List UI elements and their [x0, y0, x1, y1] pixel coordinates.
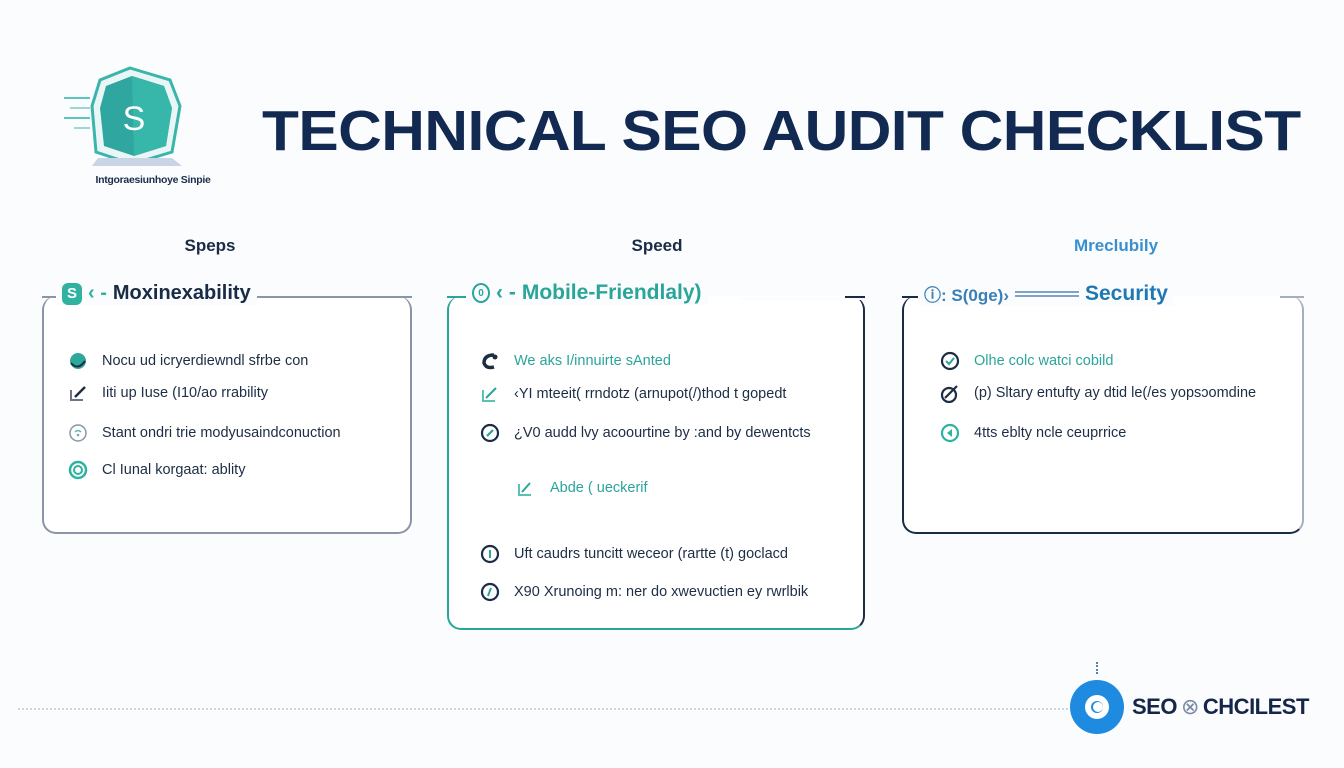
page-title: TECHNICAL SEO AUDIT CHECKLIST — [262, 99, 1301, 163]
target-icon — [68, 460, 88, 480]
dial-icon — [68, 423, 88, 443]
checklist-item: 4tts eblty ncle ceuprrice — [940, 423, 1126, 443]
checklist-item: Cl Iunal korgaat: ablity — [68, 460, 245, 480]
check-pen-icon — [940, 383, 960, 403]
slash-circle-icon — [480, 423, 500, 443]
card-top-border — [447, 296, 467, 298]
checklist-item: Iiti up Iuse (I10/ao rrability — [68, 383, 268, 403]
divider-tick — [1096, 662, 1099, 674]
checklist-item: We aks I/innuirte sAnted — [480, 351, 671, 371]
svg-text:S: S — [123, 100, 146, 138]
checklist-item: Stant ondri trie modyusaindconuction — [68, 423, 341, 443]
edit-icon — [68, 383, 88, 403]
checklist-card-security — [902, 296, 1304, 534]
card-top-border — [902, 296, 922, 298]
column-label-3: Mreclubily — [1073, 236, 1159, 255]
checklist-item: (p) Sltary entufty ay dtid le(/es yopsɔo… — [940, 383, 1256, 403]
heading-text: Moxinexability — [112, 282, 251, 304]
column-label-2: Speed — [631, 236, 683, 255]
card-heading-mobile-friendly: 0 ‹ - Mobile-Friendlaly) — [466, 281, 708, 305]
checklist-item: Olhe colc watci cobild — [940, 351, 1113, 371]
brand-right: CHCILEST — [1202, 694, 1310, 719]
edit-icon — [480, 384, 500, 404]
brand-logo: S Intgoraesiunhoye Sinpie — [62, 66, 222, 191]
chat-bubble-icon — [1070, 680, 1124, 734]
brand-left: SEO — [1132, 694, 1177, 719]
link-bubble-icon: ⊗ — [1180, 694, 1199, 719]
info-circle-icon — [480, 582, 500, 602]
info-circle-icon — [480, 544, 500, 564]
clock-badge-icon: 0 — [472, 283, 490, 303]
double-rule — [1015, 290, 1079, 297]
hexagon-dollar-icon: S — [64, 66, 182, 166]
checklist-item: Uft caudrs tuncitt weceor (rartte (t) go… — [480, 544, 788, 564]
heading-prefix: ‹ - — [496, 281, 516, 304]
card-top-border — [1280, 296, 1304, 298]
card-heading-indexability: S ‹ - Moxinexability — [56, 282, 257, 305]
column-label-1: Speps — [184, 236, 236, 255]
heading-text: Security — [1085, 281, 1168, 305]
checklist-card-mobile-friendly — [447, 296, 865, 630]
checklist-item: ¿V0 audd lvy acoourtine by :and by dewen… — [480, 423, 811, 443]
heading-prefix: ⓘ: S(0ge)› — [924, 286, 1009, 305]
arrow-circle-icon — [940, 423, 960, 443]
checklist-card-indexability — [42, 296, 412, 534]
heading-text: Mobile-Friendlaly) — [521, 281, 702, 304]
checklist-item: ‹YI mteeit( rrndotz (arnupot(/)thod t go… — [480, 384, 786, 404]
footer-brand: SEO ⊗ CHCILEST — [1070, 680, 1309, 734]
hand-icon — [480, 351, 500, 371]
card-heading-security: ⓘ: S(0ge)› Security — [918, 281, 1174, 306]
logo-caption: Intgoraesiunhoye Sinpie — [95, 174, 211, 186]
checklist-item: Abde ( ueckerif — [516, 478, 648, 498]
check-circle-icon — [940, 351, 960, 371]
s-badge-icon: S — [62, 282, 82, 305]
leaf-icon — [68, 351, 88, 371]
card-top-border — [845, 296, 865, 298]
checklist-item: Nocu ud icryerdiewndl sfrbe con — [68, 351, 308, 371]
heading-prefix: ‹ - — [88, 282, 107, 304]
checklist-item: X90 Xrunoing m: ner do xwevuctien ey rwr… — [480, 582, 808, 602]
edit-icon — [516, 478, 536, 498]
footer-divider — [18, 708, 1068, 710]
